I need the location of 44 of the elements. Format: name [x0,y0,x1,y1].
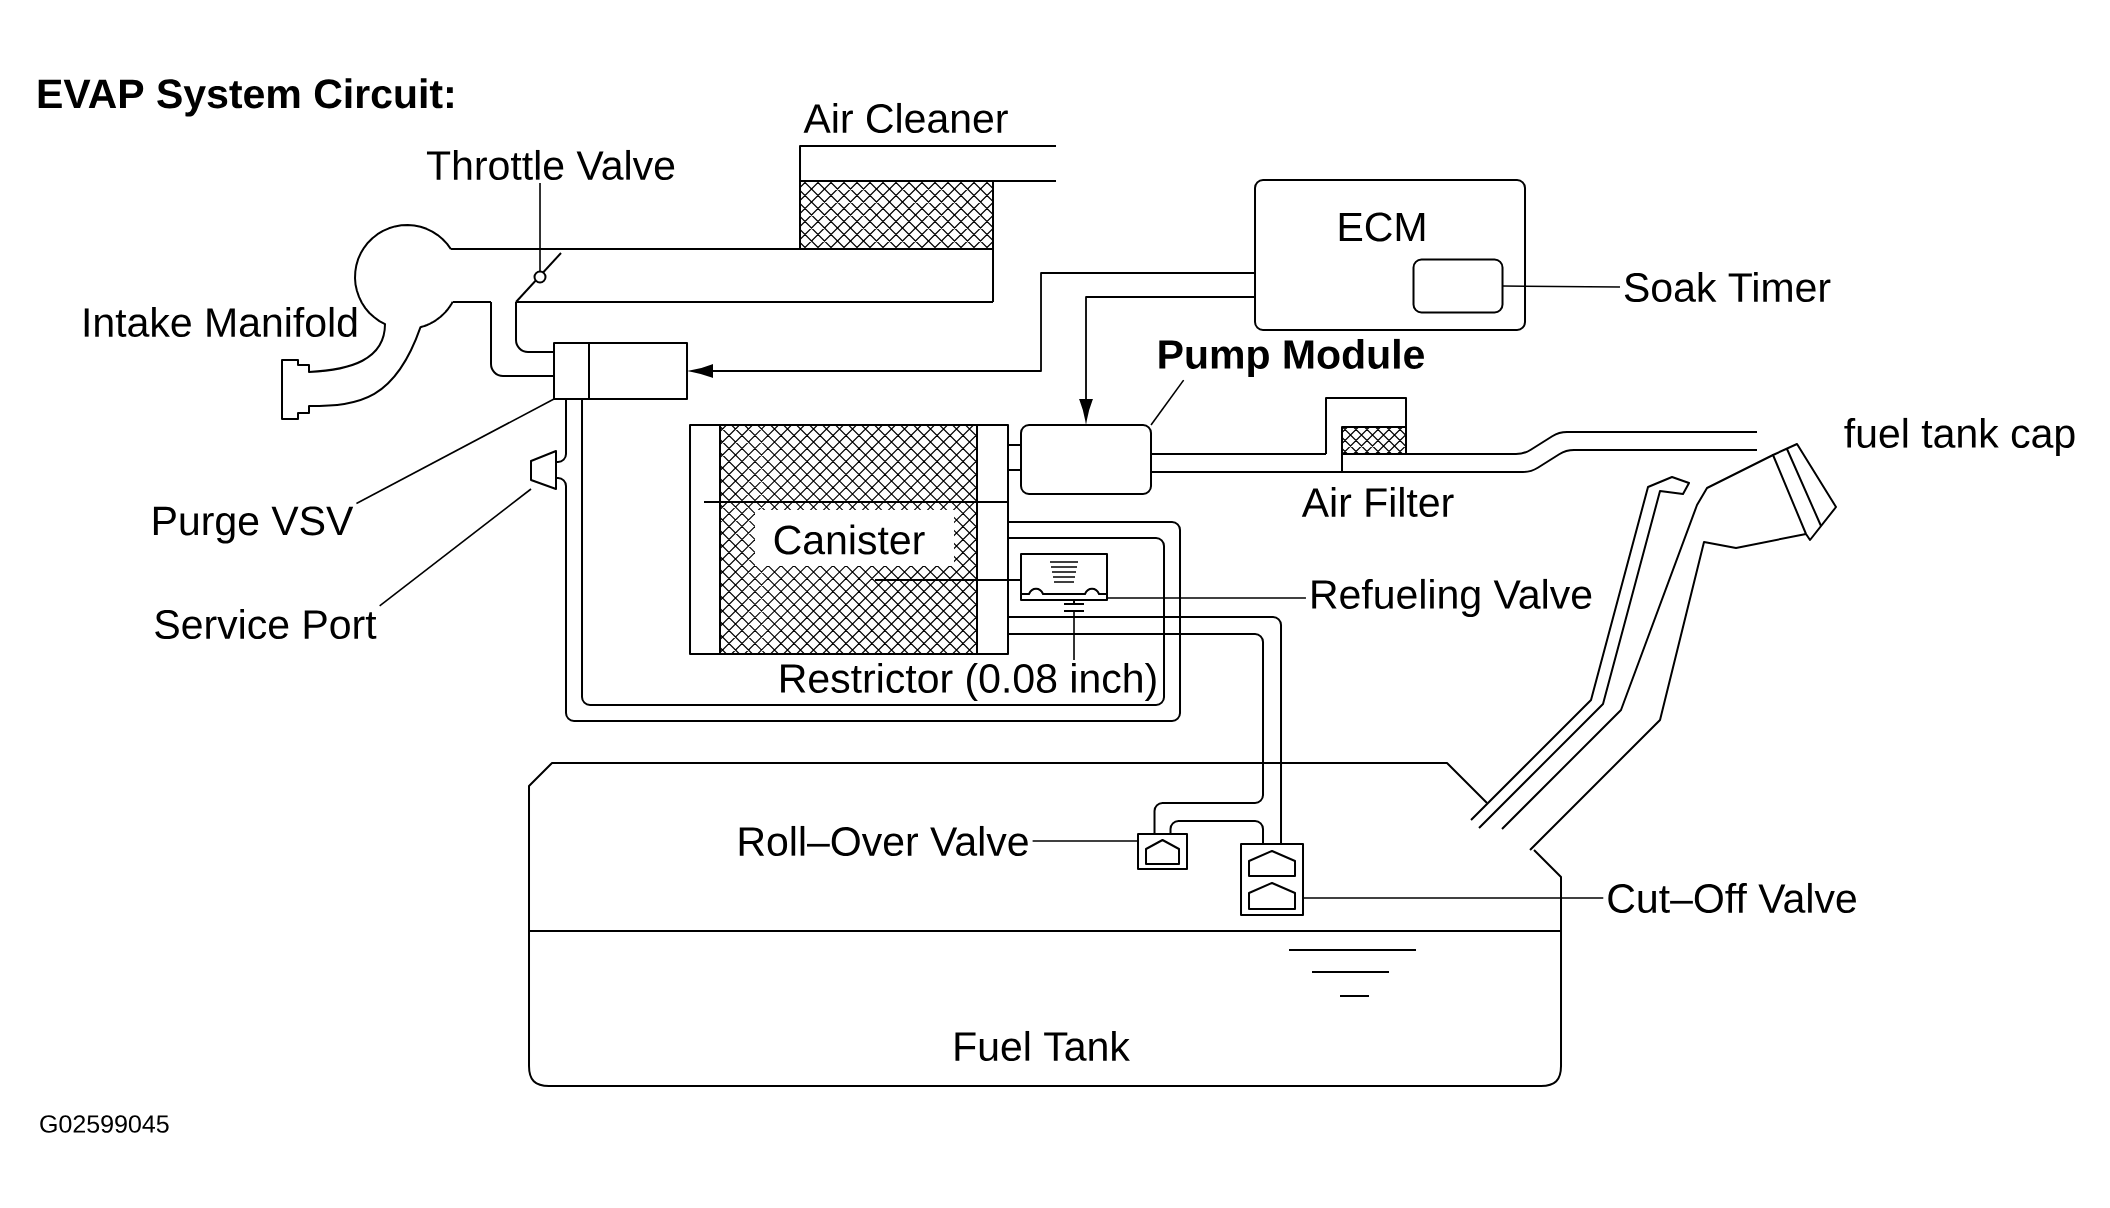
arrow [1079,296,1255,421]
leader-line [1501,285,1621,288]
valve-box [553,342,688,400]
leader-line [539,182,541,273]
hose [581,398,1165,706]
part-label: Purge VSV [153,506,354,544]
part-label: Soak Timer [1624,271,1831,303]
valve-symbol [1240,843,1304,916]
leader-line [355,398,555,505]
control-unit-box: ECM [1254,179,1526,331]
hose [1405,431,1758,473]
part-label: Refueling Valve [1312,578,1592,618]
part-label: Roll–Over Valve [739,825,1028,857]
leader-line [1073,610,1075,661]
hose [555,398,567,463]
valve-symbol [1137,833,1188,870]
arrow [691,272,1255,378]
valve-symbol [1007,553,1108,601]
part-label: Intake Manifold [84,306,357,338]
part-label: Restrictor (0.08 inch) [781,662,1156,702]
timer-box [1412,258,1504,314]
leader-line [1106,597,1307,599]
throttle-valve [515,252,562,303]
restrictor-symbol [1063,599,1085,612]
part-label: Throttle Valve [426,149,675,181]
figure-number: G02599045 [40,1115,169,1133]
title: EVAP System Circuit: [38,78,453,117]
part-label: Pump Module [1159,338,1424,378]
leader-line [1031,840,1139,842]
part-label: Air Cleaner [803,102,1008,134]
hose [1169,820,1264,845]
canister-box: Canister [689,424,1009,655]
hose [1007,616,1282,845]
leader-line [378,488,532,607]
part-label: Cut–Off Valve [1608,882,1856,914]
hose [1007,633,1264,835]
part-label: Service Port [155,608,377,640]
leader-line [1150,379,1185,426]
hose [555,477,1181,722]
hose [1150,453,1327,473]
pump-box [1007,424,1152,495]
leader-line [1302,897,1605,899]
air-filter: Air Filter [1301,397,1454,518]
port-symbol [530,450,557,490]
